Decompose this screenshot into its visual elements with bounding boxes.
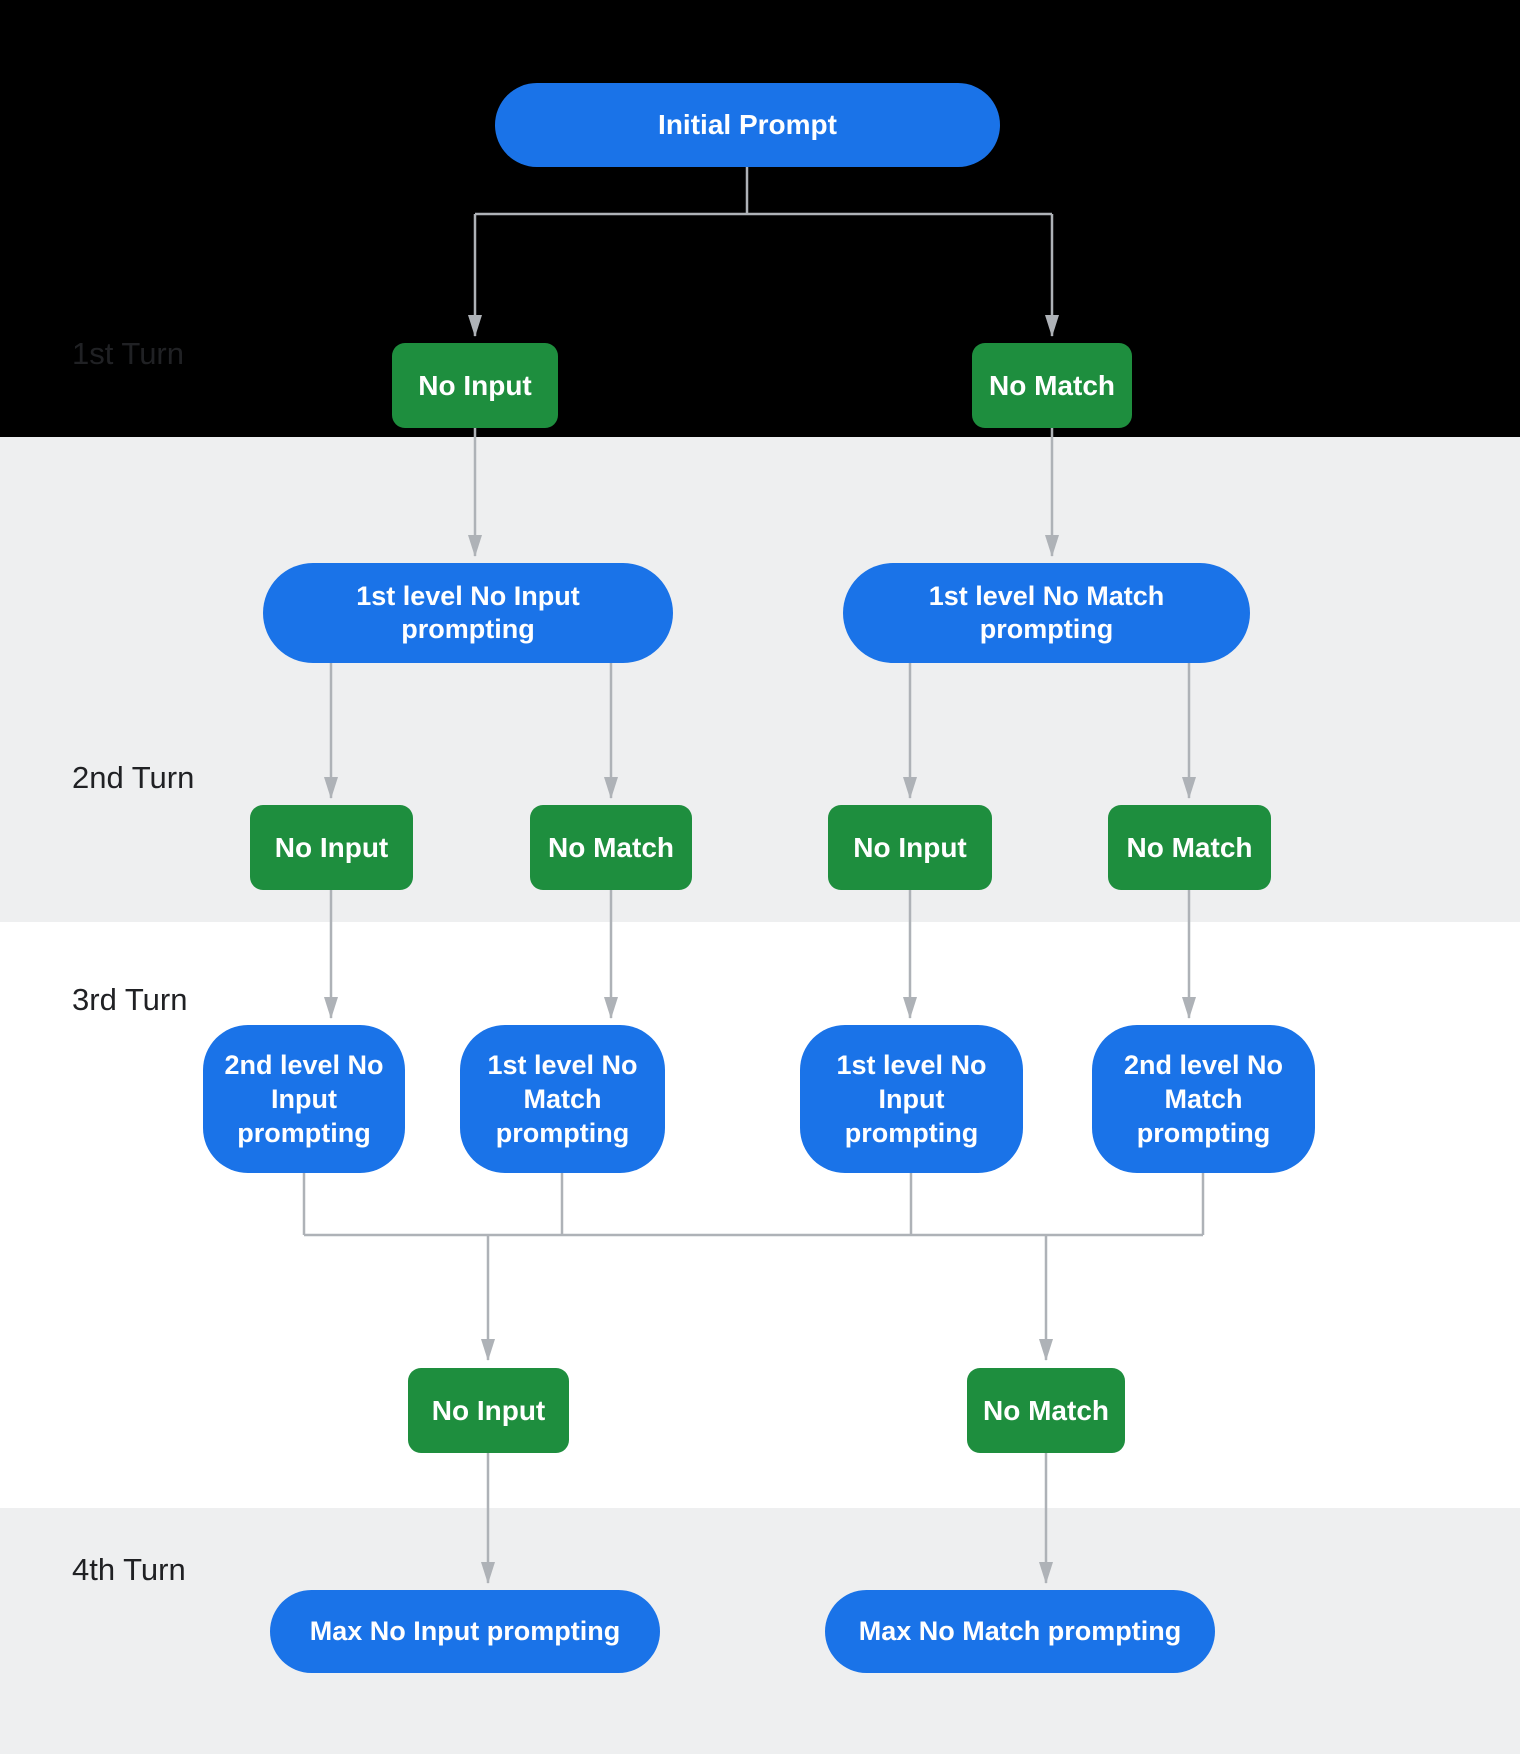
turn4-no-match-node: No Match	[967, 1368, 1125, 1453]
turn1-no-match-node: No Match	[972, 343, 1132, 428]
turn3-label: 3rd Turn	[72, 982, 188, 1017]
turn2-no-input-right-node: No Input	[828, 805, 992, 890]
turn4-band	[0, 1508, 1520, 1754]
initial-prompt-node: Initial Prompt	[495, 83, 1000, 167]
level1-no-input-prompting-node: 1st level No Input prompting	[263, 563, 673, 663]
turn3-band	[0, 922, 1520, 1508]
turn1-label: 1st Turn	[72, 336, 184, 371]
turn2-no-match-left-node: No Match	[530, 805, 692, 890]
max-no-input-prompting-node: Max No Input prompting	[270, 1590, 660, 1673]
turn2-no-match-right-node: No Match	[1108, 805, 1271, 890]
level1-no-match-prompting-node: 1st level No Match prompting	[843, 563, 1250, 663]
turn1-no-input-node: No Input	[392, 343, 558, 428]
turn2-no-input-left-node: No Input	[250, 805, 413, 890]
turn1-band	[0, 0, 1520, 437]
turn3-level2-no-match-prompting-node: 2nd level No Match prompting	[1092, 1025, 1315, 1173]
turn3-level1-no-input-prompting-node: 1st level No Input prompting	[800, 1025, 1023, 1173]
turn2-label: 2nd Turn	[72, 760, 195, 795]
turn2-band	[0, 437, 1520, 922]
turn4-no-input-node: No Input	[408, 1368, 569, 1453]
max-no-match-prompting-node: Max No Match prompting	[825, 1590, 1215, 1673]
turn4-label: 4th Turn	[72, 1552, 186, 1587]
turn3-level1-no-match-prompting-node: 1st level No Match prompting	[460, 1025, 665, 1173]
turn3-level2-no-input-prompting-node: 2nd level No Input prompting	[203, 1025, 405, 1173]
